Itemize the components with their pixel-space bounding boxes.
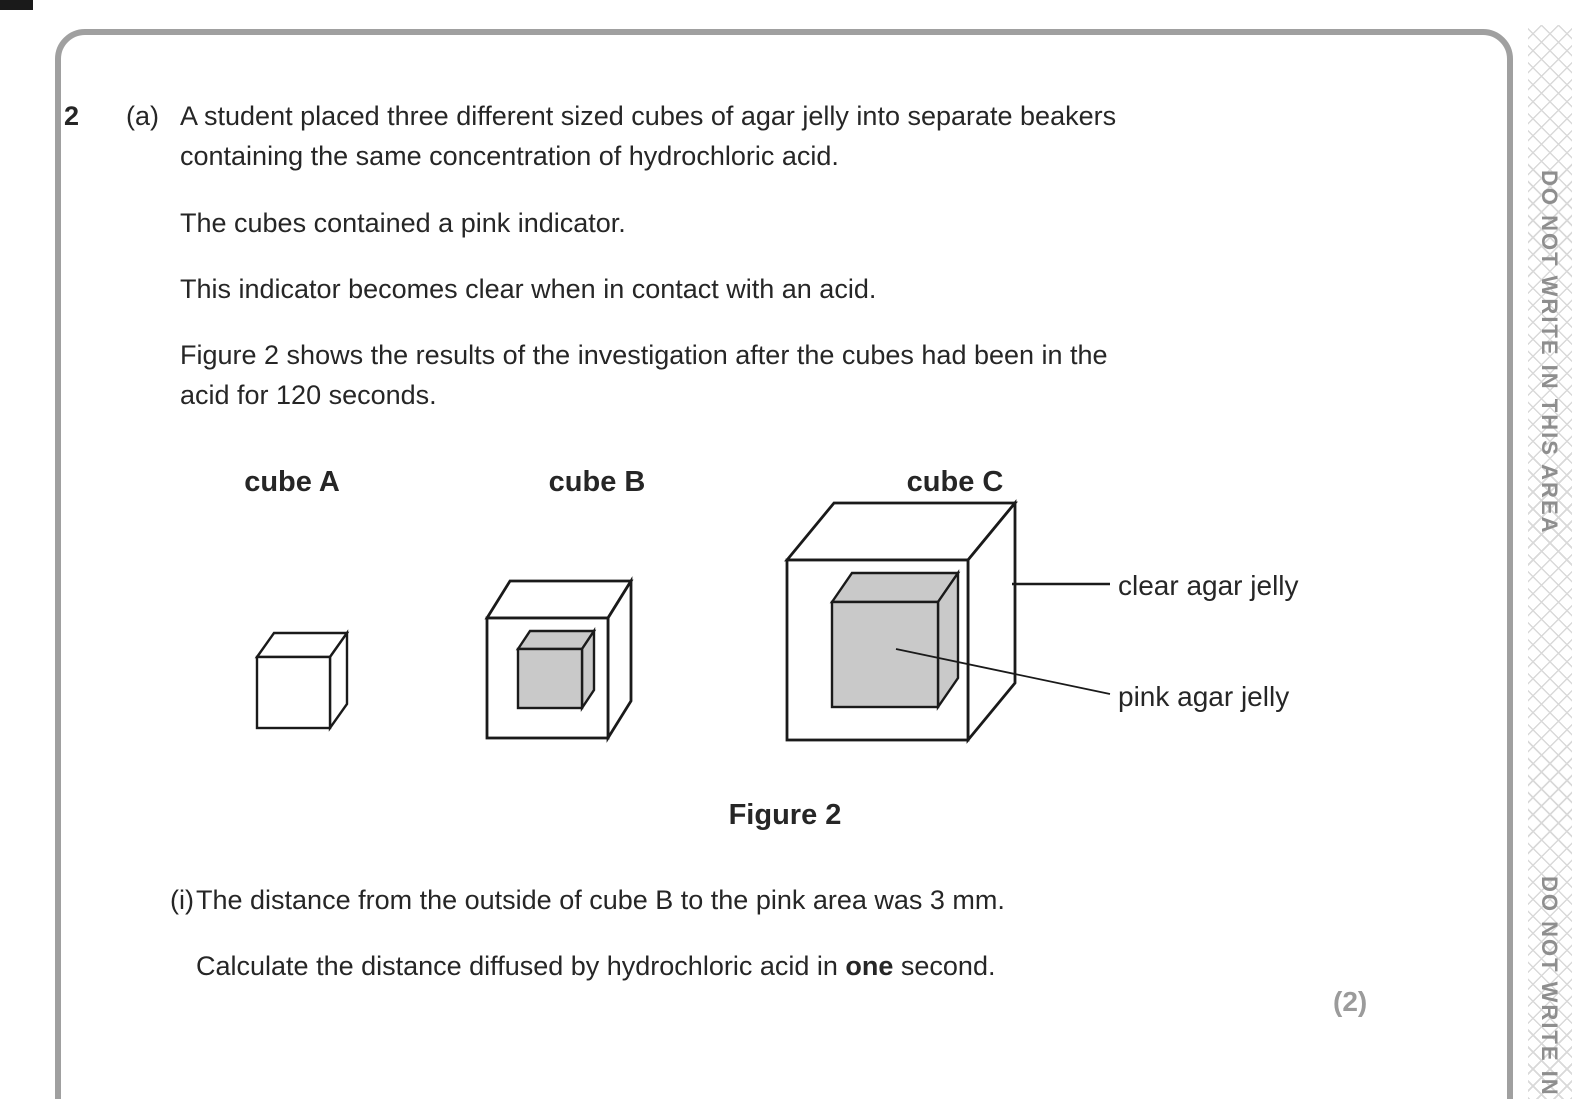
clear-agar-jelly-label: clear agar jelly	[1118, 570, 1299, 601]
pink-agar-jelly-label: pink agar jelly	[1118, 681, 1290, 712]
binding-mark	[0, 0, 33, 10]
answer-area-border	[55, 29, 1513, 1099]
question-part-label: (a)	[126, 101, 159, 131]
calc-text-bold-one: one	[845, 951, 894, 981]
marks-badge: (2)	[1333, 986, 1368, 1017]
paragraph-clear: This indicator becomes clear when in con…	[180, 274, 877, 304]
do-not-write-warning-bottom: DO NOT WRITE IN THIS AREA	[1537, 876, 1562, 1099]
subquestion-label: (i)	[170, 885, 194, 915]
intro-line-1: A student placed three different sized c…	[180, 101, 1117, 131]
calc-text-prefix: Calculate the distance diffused by hydro…	[196, 951, 846, 981]
cube-a-label: cube A	[244, 466, 340, 498]
paragraph-indicator: The cubes contained a pink indicator.	[180, 208, 626, 238]
calc-text-suffix: second.	[893, 951, 996, 981]
figure-caption: Figure 2	[728, 799, 842, 831]
intro-line-2: containing the same concentration of hyd…	[180, 141, 839, 171]
question-number: 2	[64, 101, 80, 131]
do-not-write-margin-strip	[1528, 25, 1572, 1099]
cube-b-label: cube B	[548, 466, 646, 498]
paragraph-figure-line-2: acid for 120 seconds.	[180, 380, 437, 410]
do-not-write-warning-top: DO NOT WRITE IN THIS AREA	[1537, 170, 1562, 535]
cube-c-label: cube C	[906, 466, 1004, 498]
paragraph-figure-line-1: Figure 2 shows the results of the invest…	[180, 340, 1108, 370]
subquestion-calculate-line: Calculate the distance diffused by hydro…	[196, 950, 995, 982]
subquestion-statement: The distance from the outside of cube B …	[196, 885, 1005, 915]
